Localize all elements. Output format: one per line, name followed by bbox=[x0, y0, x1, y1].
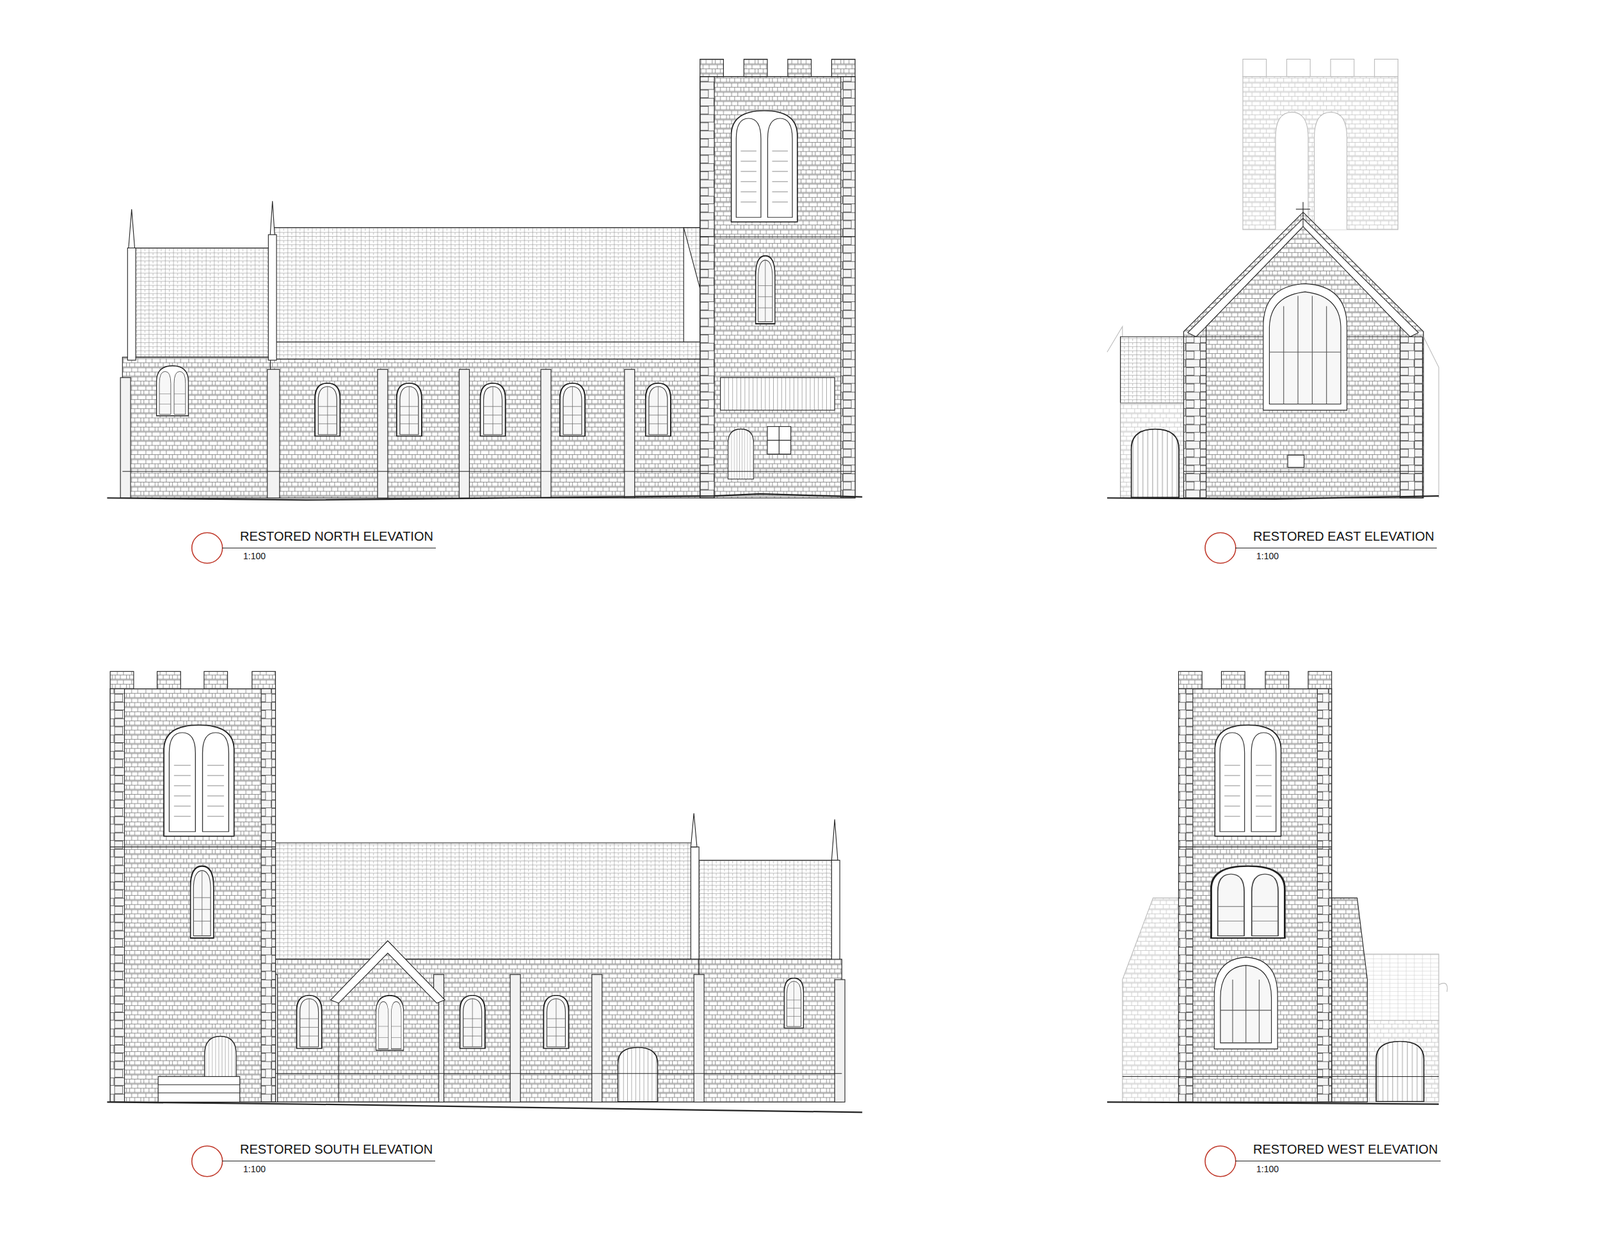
elevation-title: RESTORED SOUTH ELEVATION bbox=[240, 1141, 433, 1158]
title-underline bbox=[1235, 1160, 1441, 1162]
west-elevation bbox=[1107, 671, 1448, 1104]
east-elevation bbox=[1107, 58, 1439, 499]
elevation-title: RESTORED EAST ELEVATION bbox=[1253, 528, 1435, 544]
scale-note: 1:100 bbox=[1256, 551, 1279, 562]
title-markers bbox=[192, 532, 1236, 1177]
scale-note: 1:100 bbox=[243, 1164, 266, 1176]
north-elevation bbox=[106, 58, 863, 500]
scale-note: 1:100 bbox=[243, 551, 266, 562]
title-underline bbox=[222, 547, 436, 549]
scale-note: 1:100 bbox=[1256, 1164, 1279, 1176]
title-underline bbox=[222, 1160, 436, 1162]
south-elevation bbox=[106, 671, 863, 1113]
elevation-title: RESTORED WEST ELEVATION bbox=[1253, 1141, 1439, 1158]
elevation-title: RESTORED NORTH ELEVATION bbox=[240, 528, 434, 544]
title-underline bbox=[1235, 547, 1437, 549]
